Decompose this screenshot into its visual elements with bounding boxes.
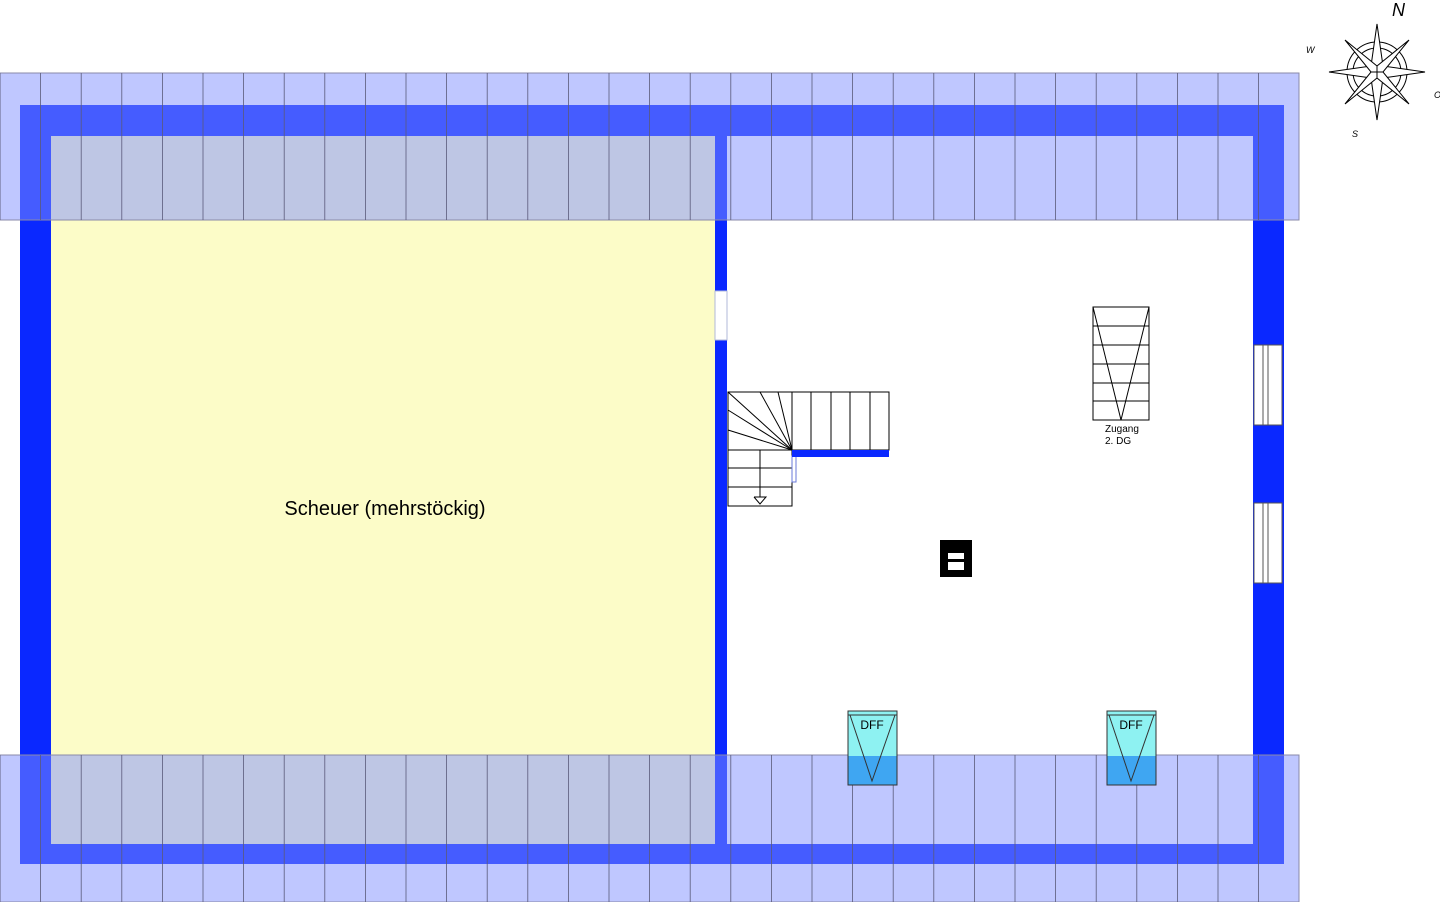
access-staircase (1092, 306, 1150, 421)
chimney-icon (940, 540, 972, 577)
wall-right (1253, 105, 1284, 864)
roof-top (0, 72, 1300, 221)
access-label-line2: 2. DG (1105, 436, 1131, 447)
window-upper (1253, 344, 1283, 426)
skylight-2 (1106, 710, 1157, 786)
compass-south: S (1352, 129, 1358, 139)
window-lower (1253, 502, 1283, 584)
stair-railing (792, 450, 889, 457)
access-label-line1: Zugang (1105, 424, 1139, 435)
skylight-1 (847, 710, 898, 786)
winder-staircase (727, 391, 890, 507)
barn-label: Scheuer (mehrstöckig) (284, 498, 485, 520)
barn-room (50, 136, 716, 844)
compass-rose-icon (1328, 23, 1426, 121)
compass-west: W (1306, 45, 1316, 55)
roof-bottom (0, 754, 1300, 902)
compass-north: N (1392, 0, 1406, 20)
compass-east: O (1434, 90, 1440, 100)
skylight-1-label: DFF (860, 718, 883, 732)
door-opening (714, 290, 728, 341)
wall-partition (715, 136, 727, 844)
wall-left (20, 105, 51, 864)
skylight-2-label: DFF (1119, 718, 1142, 732)
